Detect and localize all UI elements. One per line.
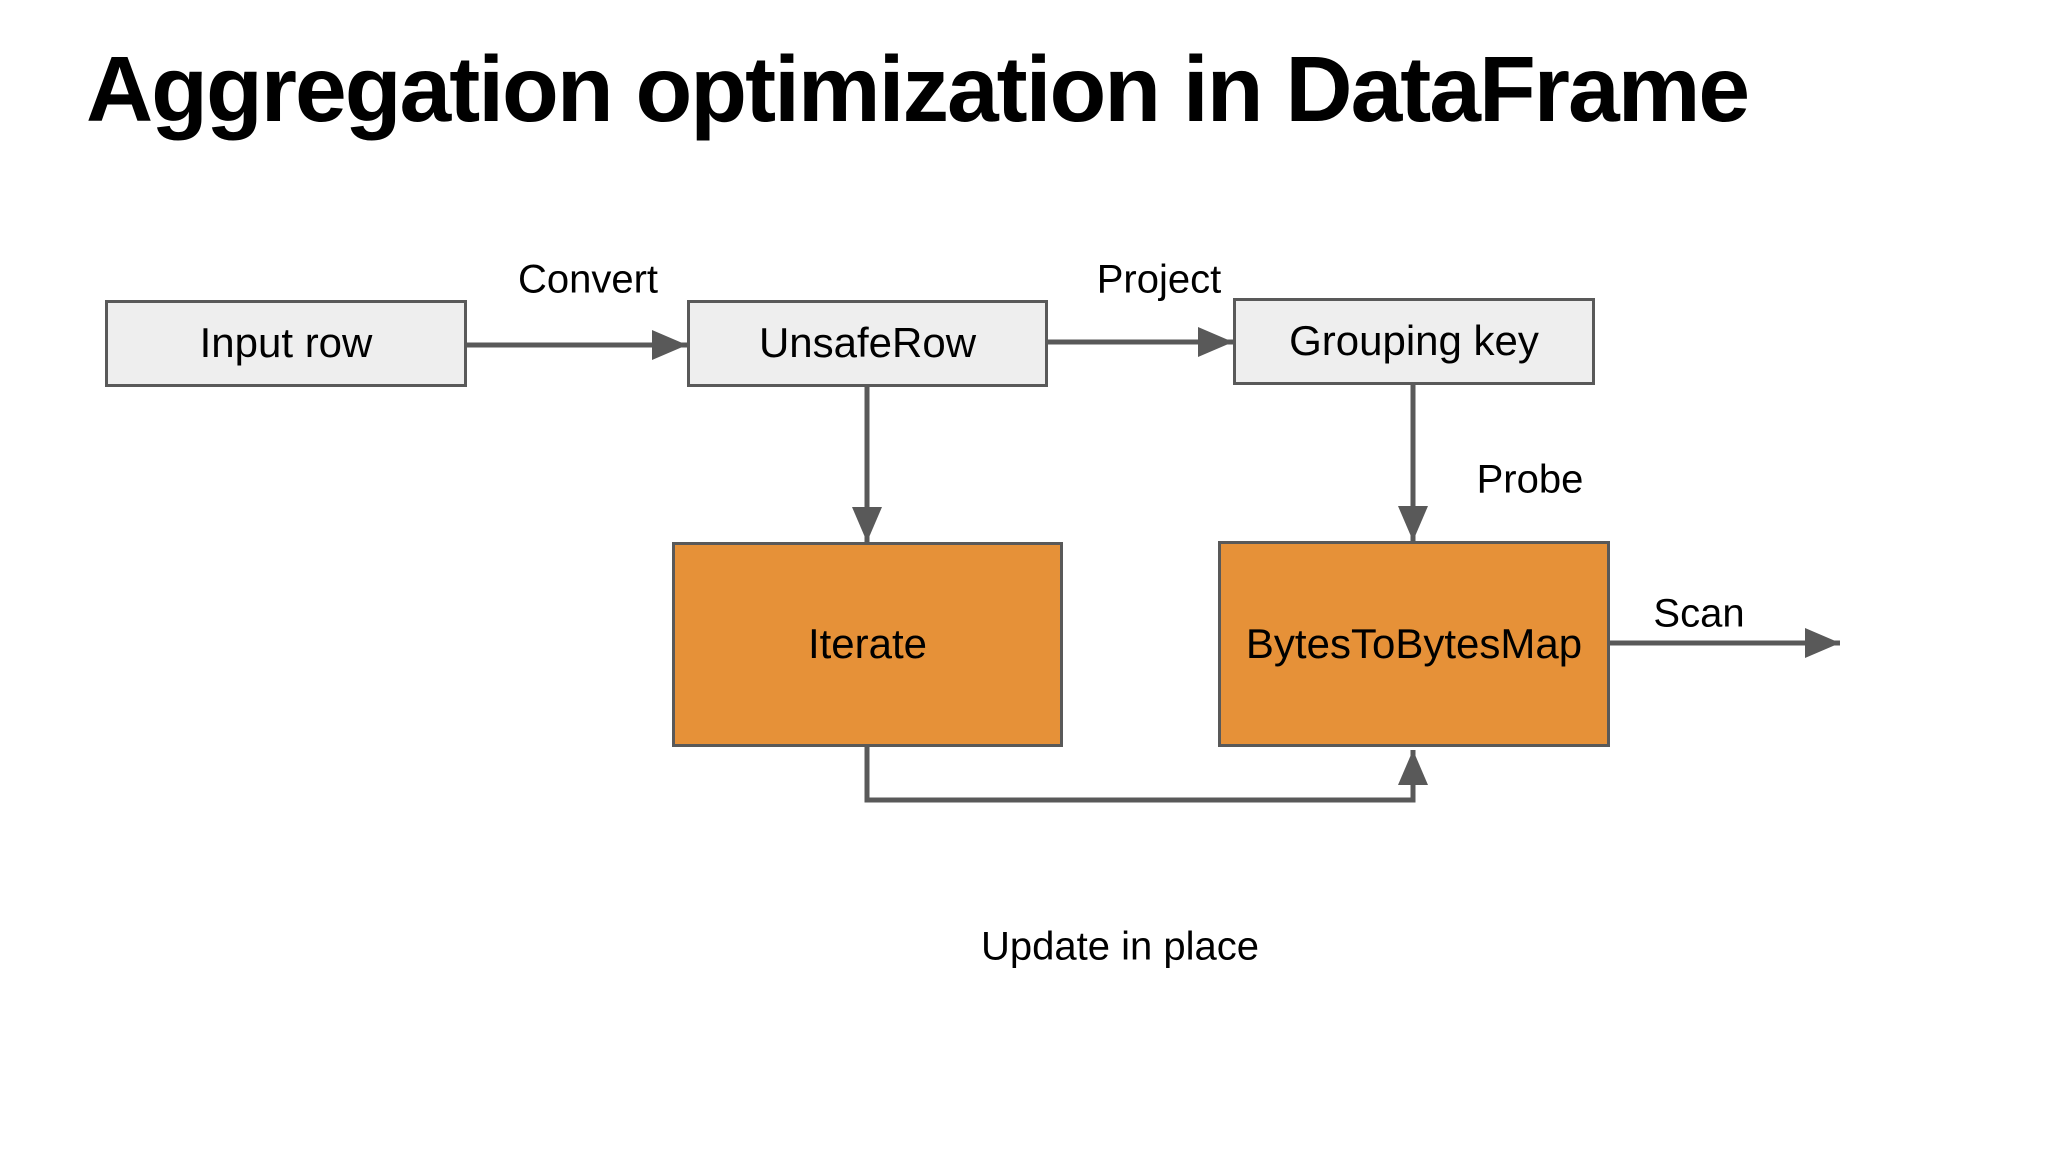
node-bytestobytesmap-label: BytesToBytesMap bbox=[1245, 619, 1583, 667]
node-unsaferow: UnsafeRow bbox=[687, 300, 1048, 387]
edge-label-scan: Scan bbox=[1653, 591, 1745, 636]
edge-update-in-place-arrow bbox=[864, 747, 1428, 803]
edge-label-probe: Probe bbox=[1476, 457, 1584, 502]
slide-title: Aggregation optimization in DataFrame bbox=[86, 37, 1750, 141]
node-bytestobytesmap: BytesToBytesMap bbox=[1218, 541, 1610, 747]
node-grouping-key-label: Grouping key bbox=[1289, 317, 1539, 365]
node-input-row: Input row bbox=[105, 300, 467, 387]
node-iterate: Iterate bbox=[672, 542, 1063, 747]
node-input-row-label: Input row bbox=[199, 319, 373, 367]
node-unsaferow-label: UnsafeRow bbox=[758, 319, 977, 367]
node-iterate-label: Iterate bbox=[807, 620, 928, 668]
node-grouping-key: Grouping key bbox=[1233, 298, 1595, 385]
edge-label-project: Project bbox=[1096, 257, 1222, 302]
edge-label-update-in-place: Update in place bbox=[981, 924, 1259, 969]
edge-label-convert: Convert bbox=[517, 257, 659, 302]
